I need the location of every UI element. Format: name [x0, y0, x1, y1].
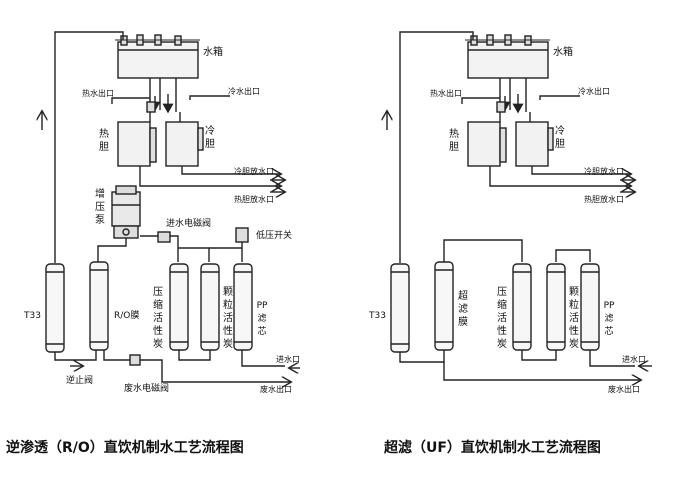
ro-hot-drain-label: 热胆放水口 — [234, 195, 274, 204]
ro-water-tank-label: 水箱 — [203, 47, 223, 58]
uf-cold-outlet-label: 冷水出口 — [578, 87, 610, 96]
ro-granular-carbon-filter — [200, 263, 220, 351]
uf-granular-carbon-label: 颗粒活性炭 — [569, 287, 579, 350]
ro-low-pressure-switch-label: 低压开关 — [256, 231, 293, 241]
ro-hot-tank-label: 热胆 — [99, 129, 109, 153]
ro-t33-filter — [45, 263, 65, 353]
uf-waste-outlet-label: 废水出口 — [608, 385, 640, 394]
ro-pp-filter-label: PP滤芯 — [256, 301, 268, 337]
uf-membrane-filter — [434, 261, 454, 351]
uf-membrane-label: 超滤膜 — [458, 291, 468, 328]
uf-hot-drain-label: 热胆放水口 — [584, 195, 624, 204]
uf-t33-filter — [390, 263, 410, 353]
ro-hot-outlet-label: 热水出口 — [82, 89, 114, 98]
ro-caption: 逆渗透（R/O）直饮机制水工艺流程图 — [6, 440, 244, 456]
ro-booster-pump — [111, 185, 141, 239]
uf-pp-filter — [580, 263, 600, 351]
uf-t33-label: T33 — [369, 311, 386, 321]
ro-compressed-carbon-label: 压缩活性炭 — [153, 287, 163, 350]
ro-cold-outlet-label: 冷水出口 — [228, 87, 260, 96]
ro-granular-carbon-label: 颗粒活性炭 — [223, 287, 233, 350]
ro-pp-filter — [233, 263, 253, 351]
ro-waste-valve-label: 废水电磁阀 — [124, 384, 170, 394]
ro-membrane-filter — [89, 261, 109, 351]
ro-membrane-label: R/O膜 — [114, 311, 140, 321]
ro-inlet-valve-label: 进水电磁阀 — [166, 219, 212, 229]
ro-compressed-carbon-filter — [169, 263, 189, 351]
uf-pp-filter-label: PP滤芯 — [603, 301, 615, 337]
ro-waste-outlet-label: 废水出口 — [260, 385, 292, 394]
ro-booster-pump-label: 增压泵 — [95, 189, 105, 226]
uf-hot-tank — [467, 121, 507, 167]
uf-water-tank — [465, 34, 550, 79]
uf-diagram — [387, 31, 652, 380]
ro-cold-tank-label: 冷胆 — [205, 126, 215, 150]
ro-cold-drain-label: 冷胆放水口 — [234, 167, 274, 176]
ro-inlet-label: 进水口 — [276, 355, 300, 364]
ro-hot-tank — [117, 121, 157, 167]
ro-diagram — [42, 31, 300, 382]
uf-caption: 超滤（UF）直饮机制水工艺流程图 — [384, 440, 601, 456]
ro-t33-label: T33 — [24, 311, 41, 321]
uf-inlet-label: 进水口 — [622, 355, 646, 364]
uf-cold-tank — [515, 121, 554, 167]
uf-hot-tank-label: 热胆 — [449, 129, 459, 153]
ro-cold-tank — [165, 121, 204, 167]
uf-hot-outlet-label: 热水出口 — [430, 89, 462, 98]
uf-water-tank-label: 水箱 — [553, 47, 573, 58]
uf-cold-tank-label: 冷胆 — [555, 126, 565, 150]
ro-water-tank — [115, 34, 200, 79]
uf-cold-drain-label: 冷胆放水口 — [584, 167, 624, 176]
ro-check-valve-label: 逆止阀 — [66, 376, 94, 386]
uf-compressed-carbon-label: 压缩活性炭 — [497, 287, 507, 350]
uf-compressed-carbon-filter — [512, 263, 532, 351]
uf-granular-carbon-filter — [546, 263, 566, 351]
